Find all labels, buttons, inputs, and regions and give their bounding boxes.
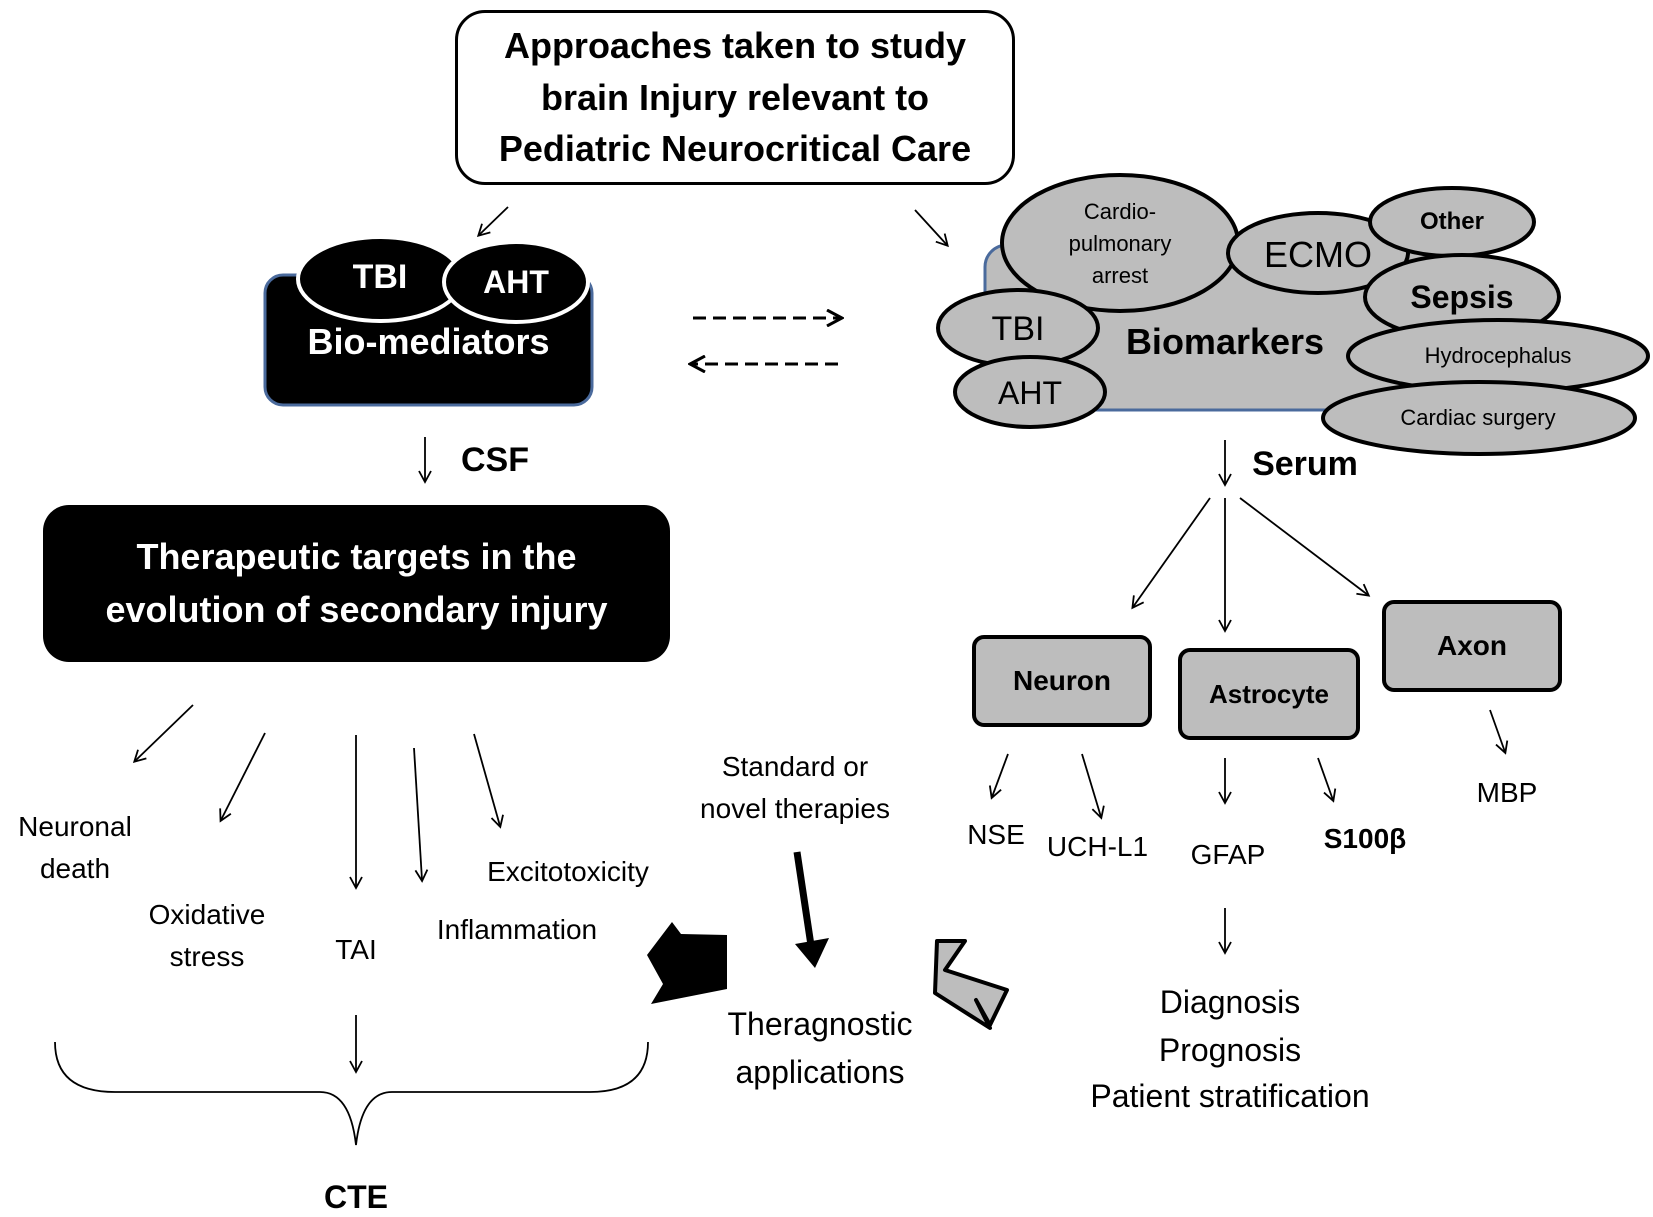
title-box: Approaches taken to study brain Injury r…: [455, 10, 1015, 185]
nse-label: NSE: [967, 819, 1025, 850]
curly-brace: [54, 1041, 649, 1146]
prognosis-label: Prognosis: [1158, 1032, 1302, 1068]
cardio-label-2: pulmonary: [1068, 231, 1172, 256]
title-line-2: brain Injury relevant to: [540, 76, 930, 118]
title-line-3: Pediatric Neurocritical Care: [498, 128, 972, 170]
arrow-therapies-head: [795, 938, 829, 968]
arrow-excitotoxicity: [473, 733, 504, 829]
tai-label: TAI: [335, 934, 377, 965]
oxidative-stress-label-2: stress: [169, 941, 245, 972]
cardiac-label: Cardiac surgery: [1400, 405, 1556, 430]
ecmo-oval: [1226, 211, 1410, 295]
arrow-mbp: [1489, 709, 1509, 755]
arrow-oxidative-stress: [219, 732, 266, 823]
stratification-label: Patient stratification: [1090, 1078, 1370, 1114]
biomediators-tbi-label: TBI: [352, 258, 408, 296]
diagnosis-label: Diagnosis: [1159, 984, 1301, 1020]
title-line-1: Approaches taken to study: [503, 24, 967, 66]
biomediators-aht-oval: [442, 240, 590, 324]
therapeutic-line-1: Therapeutic targets in the: [136, 536, 577, 578]
neuronal-death-label-1: Neuronal: [18, 811, 132, 842]
gray-block-arrow: [933, 939, 1009, 1030]
biomediators-label: Bio-mediators: [307, 321, 550, 362]
s100b-label: S100β: [1323, 823, 1407, 854]
biomarkers-group: [936, 173, 1650, 456]
arrow-therapies: [793, 851, 816, 953]
other-label: Other: [1419, 208, 1484, 235]
neuronal-death-label-2: death: [39, 853, 111, 884]
therapeutic-line-2: evolution of secondary injury: [105, 588, 608, 630]
axon-label: Axon: [1437, 630, 1507, 661]
theragnostic-label-1: Theragnostic: [727, 1006, 913, 1042]
arrow-to-axon: [1239, 497, 1371, 597]
arrow-inflammation: [413, 747, 429, 883]
arrow-title-right: [914, 209, 949, 248]
black-block-arrow: [647, 922, 727, 1004]
arrow-nse: [988, 753, 1009, 800]
arrow-to-neuron: [1131, 497, 1211, 610]
arrow-title-left: [476, 206, 509, 238]
excitotoxicity-label: Excitotoxicity: [487, 856, 649, 887]
axon-box: Axon: [1382, 600, 1562, 692]
biomarkers-label: Biomarkers: [1125, 321, 1325, 362]
neuron-box: Neuron: [972, 635, 1152, 727]
therapies-label-1: Standard or: [721, 751, 869, 782]
sepsis-label: Sepsis: [1410, 279, 1514, 315]
astrocyte-label: Astrocyte: [1209, 678, 1329, 709]
therapies-label-2: novel therapies: [700, 793, 890, 824]
biomarkers-aht-label: AHT: [998, 375, 1062, 411]
cardiac-oval: [1321, 380, 1637, 456]
inflammation-label: Inflammation: [436, 914, 598, 945]
csf-label: CSF: [461, 441, 529, 479]
astrocyte-box: Astrocyte: [1178, 648, 1360, 740]
biomarkers-tbi-label: TBI: [991, 310, 1045, 348]
cardio-label-1: Cardio-: [1083, 199, 1157, 224]
cte-label: CTE: [324, 1179, 388, 1215]
mbp-label: MBP: [1476, 777, 1538, 808]
ecmo-label: ECMO: [1264, 234, 1372, 275]
arrow-s100b: [1317, 757, 1337, 803]
arrow-uchl1: [1081, 753, 1105, 820]
hydro-label: Hydrocephalus: [1424, 343, 1572, 368]
biomediators-group: [263, 235, 594, 407]
neuron-label: Neuron: [1013, 665, 1111, 696]
gfap-label: GFAP: [1190, 839, 1266, 870]
oxidative-stress-label-1: Oxidative: [148, 899, 266, 930]
arrow-neuronal-death: [132, 704, 194, 764]
cardio-label-3: arrest: [1091, 263, 1149, 288]
theragnostic-label-2: applications: [735, 1054, 905, 1090]
biomarkers-aht-oval: [953, 355, 1107, 429]
serum-label: Serum: [1252, 445, 1358, 483]
uchl1-label: UCH-L1: [1046, 831, 1149, 862]
biomediators-aht-label: AHT: [483, 264, 549, 300]
therapeutic-targets-box: Therapeutic targets in the evolution of …: [43, 505, 670, 662]
